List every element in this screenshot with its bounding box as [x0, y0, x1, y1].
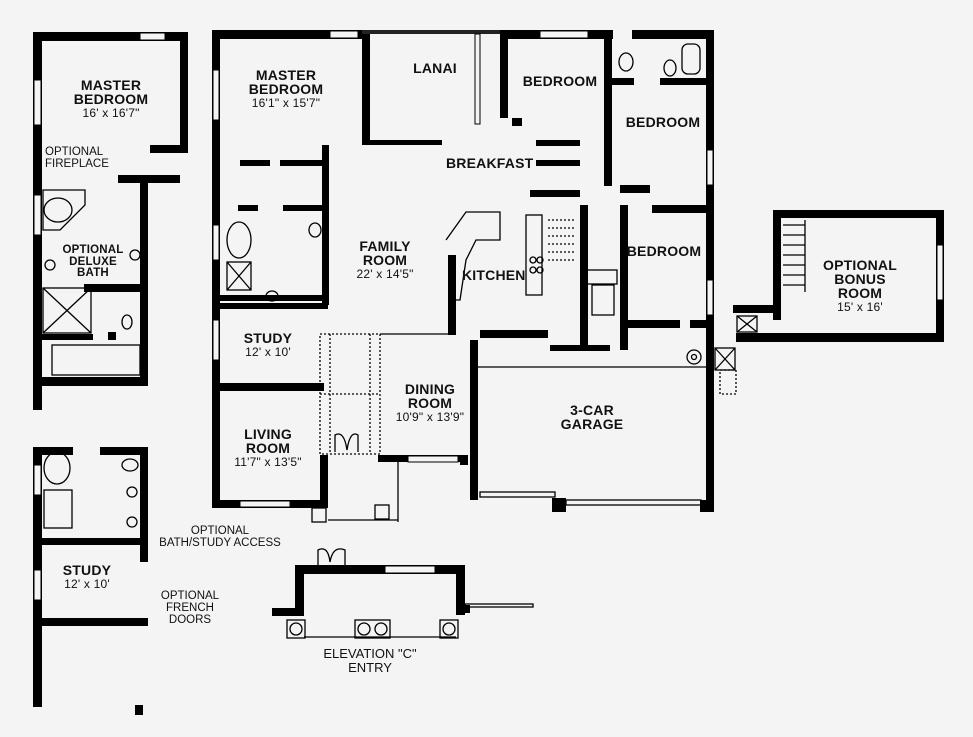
note-optional-fireplace: OPTIONAL FIREPLACE: [45, 146, 109, 171]
room-label-master-bedroom-alt: MASTER BEDROOM 16' x 16'7": [48, 78, 174, 119]
note-bath-study-access: OPTIONAL BATH/STUDY ACCESS: [159, 525, 281, 550]
room-name: BEDROOM: [73, 91, 149, 107]
room-label-study: STUDY 12' x 10': [243, 330, 293, 359]
room-label-lanai: LANAI: [413, 60, 457, 76]
note-french-doors: OPTIONAL FRENCH DOORS: [160, 590, 220, 627]
room-label-dining-room: DINING ROOM 10'9" x 13'9": [395, 381, 465, 424]
room-label-bonus-room: OPTIONAL BONUS ROOM 15' x 16': [823, 257, 897, 314]
room-label-deluxe-bath: OPTIONAL DELUXE BATH: [62, 244, 124, 279]
room-label-breakfast: BREAKFAST: [446, 155, 534, 171]
room-label-living-room: LIVING ROOM 11'7" x 13'5": [234, 426, 302, 469]
room-label-bedroom-1: BEDROOM: [522, 73, 598, 89]
room-label-bedroom-2: BEDROOM: [625, 114, 701, 130]
room-label-bedroom-3: BEDROOM: [626, 243, 702, 259]
room-label-master-bedroom: MASTER BEDROOM 16'1" x 15'7": [248, 67, 324, 110]
elevation-entry-walls: [272, 565, 470, 616]
room-label-garage: 3-CAR GARAGE: [560, 402, 624, 432]
room-label-kitchen: KITCHEN: [462, 267, 526, 283]
room-label-study-alt: STUDY 12' x 10': [62, 562, 112, 591]
room-dims: 16' x 16'7": [82, 106, 140, 120]
note-elevation-entry: ELEVATION "C" ENTRY: [323, 646, 417, 675]
room-label-family-room: FAMILY ROOM 22' x 14'5": [356, 238, 414, 281]
room-name: MASTER: [80, 77, 142, 93]
